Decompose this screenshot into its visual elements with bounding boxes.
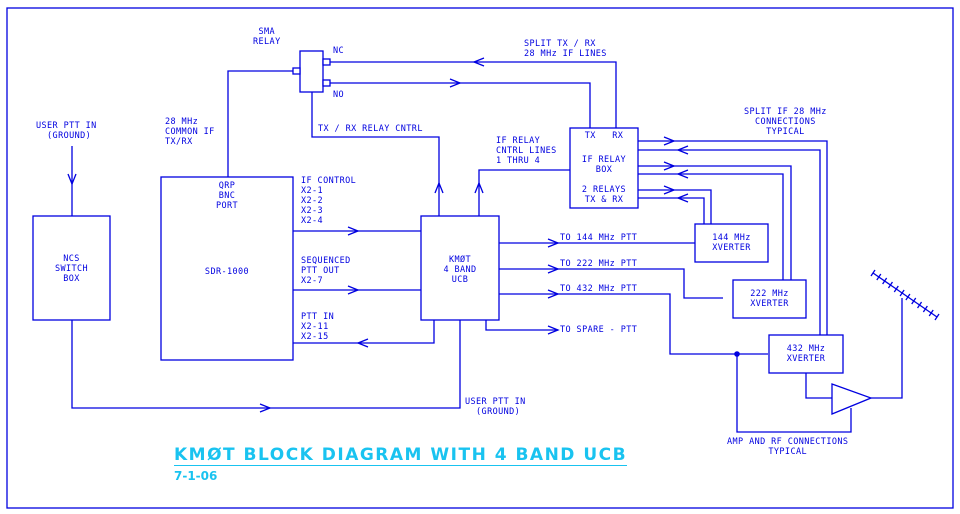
sma-relay-port-nc: [322, 58, 331, 66]
if-relay-box: [569, 127, 639, 209]
ucb-label: KMØT 4 BAND UCB: [443, 255, 477, 285]
if-relay-box-mid-label: IF RELAY BOX: [581, 155, 627, 175]
xverter-432-label: 432 MHz XVERTER: [786, 344, 826, 364]
arrow-right-icon: [663, 161, 676, 171]
antenna-boom: [872, 272, 938, 318]
sdr-1000-box: [160, 176, 294, 361]
antenna-element: [922, 305, 928, 313]
arrow-right-icon: [347, 285, 360, 295]
if-relay-cntrl-line: [478, 169, 570, 216]
arrow-left-icon: [676, 145, 689, 155]
if-relay-cntrl-lines-label: IF RELAY CNTRL LINES 1 THRU 4: [496, 136, 557, 166]
common-if-line: [227, 70, 293, 177]
antenna-element: [911, 297, 917, 305]
if-relay-box-bottom-label: 2 RELAYS TX & RX: [581, 185, 627, 205]
user-ptt-in-bottom-label: USER PTT IN (GROUND): [465, 397, 526, 417]
amp-bias-line: [736, 354, 852, 433]
arrow-up-icon: [474, 181, 484, 194]
arrow-right-icon: [259, 403, 272, 413]
arrow-left-icon: [472, 57, 485, 67]
xverter-222-label: 222 MHz XVERTER: [750, 289, 789, 309]
if-relay-box-header-label: TX RX: [584, 131, 624, 141]
antenna-element: [905, 293, 911, 301]
to-spare-ptt-label: TO SPARE - PTT: [560, 325, 638, 335]
antenna-element: [899, 289, 905, 297]
sdr-name-label: SDR-1000: [204, 267, 250, 277]
split-if-connections-label: SPLIT IF 28 MHz CONNECTIONS TYPICAL: [744, 107, 827, 137]
ptt-in-label: PTT IN X2-11 X2-15: [301, 312, 335, 342]
antenna-element: [893, 285, 899, 293]
ptt-222-line: [499, 268, 723, 299]
xverter-432-box: [768, 334, 844, 374]
nc-label: NC: [333, 46, 345, 56]
amplifier-icon: [831, 383, 873, 415]
arrow-right-icon: [547, 289, 560, 299]
no-label: NO: [333, 90, 345, 100]
if-control-label: IF CONTROL X2-1 X2-2 X2-3 X2-4: [301, 176, 357, 226]
arrow-left-icon: [676, 193, 689, 203]
arrow-left-icon: [356, 338, 369, 348]
xverter-222-box: [732, 279, 807, 319]
ncs-to-ucb-user-ptt-line: [71, 320, 461, 409]
yagi-antenna-icon: [870, 269, 940, 321]
antenna-element: [876, 273, 882, 281]
arrow-right-icon: [547, 238, 560, 248]
sma-relay-port-common: [292, 67, 301, 75]
split-if-144-tx: [638, 189, 712, 224]
arrow-right-icon: [449, 78, 462, 88]
amp-rf-connections-label: AMP AND RF CONNECTIONS TYPICAL: [727, 437, 849, 457]
drawing-border: [6, 7, 954, 509]
antenna-element: [887, 281, 893, 289]
arrow-right-icon: [347, 226, 360, 236]
no-tx-line: [330, 82, 591, 128]
amp-to-antenna-line: [871, 298, 903, 399]
sma-relay-label: SMA RELAY: [253, 27, 281, 47]
xverter-to-amp-line: [805, 373, 832, 399]
antenna-element: [928, 309, 934, 317]
split-if-432-rx: [638, 149, 821, 335]
ptt-in-line: [293, 320, 435, 344]
antenna-element: [882, 277, 888, 285]
antenna-element: [870, 269, 876, 277]
tx-rx-relay-cntrl-label: TX / RX RELAY CNTRL: [318, 124, 423, 134]
sdr-port-label: QRP BNC PORT: [215, 181, 239, 211]
sma-relay-port-no: [322, 79, 331, 87]
ptt-spare-line: [485, 320, 558, 331]
antenna-element: [934, 313, 940, 321]
sequenced-ptt-out-label: SEQUENCED PTT OUT X2-7: [301, 256, 351, 286]
arrow-right-icon: [547, 264, 560, 274]
arrow-right-icon: [663, 185, 676, 195]
split-if-432-tx: [638, 140, 828, 335]
split-tx-rx-label: SPLIT TX / RX 28 MHz IF LINES: [524, 39, 607, 59]
split-if-222-tx: [638, 165, 792, 280]
ncs-switch-box-label: NCS SWITCH BOX: [54, 254, 89, 284]
to-222-ptt-label: TO 222 MHz PTT: [560, 259, 638, 269]
arrow-up-icon: [434, 181, 444, 194]
sma-relay-box: [299, 50, 324, 93]
split-if-144-rx: [638, 197, 705, 224]
arrow-left-icon: [676, 169, 689, 179]
ucb-box: [420, 215, 500, 321]
tx-rx-relay-cntrl-line: [311, 92, 440, 216]
common-if-label: 28 MHz COMMON IF TX/RX: [165, 117, 215, 147]
xverter-144-label: 144 MHz XVERTER: [712, 233, 751, 253]
ptt-432-line: [499, 293, 768, 355]
nc-rx-line: [330, 61, 617, 128]
to-144-ptt-label: TO 144 MHz PTT: [560, 233, 638, 243]
arrow-right-icon: [663, 136, 676, 146]
diagram-date: 7-1-06: [174, 469, 218, 483]
to-432-ptt-label: TO 432 MHz PTT: [560, 284, 638, 294]
arrow-down-icon: [67, 173, 77, 186]
arrow-right-icon: [547, 325, 560, 335]
xverter-144-box: [694, 223, 769, 263]
diagram-title: KMØT BLOCK DIAGRAM WITH 4 BAND UCB: [174, 445, 628, 466]
user-ptt-in-top-label: USER PTT IN (GROUND): [36, 121, 97, 141]
split-if-222-rx: [638, 173, 784, 280]
antenna-element: [917, 301, 923, 309]
